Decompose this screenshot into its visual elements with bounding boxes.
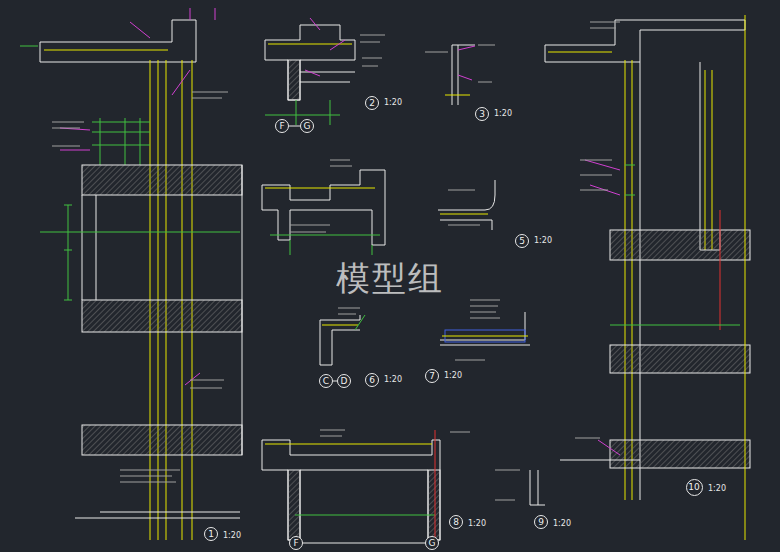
scale-label: 1:20: [708, 485, 726, 493]
detail-bubble: F: [275, 119, 289, 133]
bubble-text: G: [429, 539, 436, 548]
bubble-text: 3: [479, 110, 485, 119]
scale-label: 1:20: [534, 237, 552, 245]
detail-bubble: 2: [365, 96, 379, 110]
bubble-text: 2: [369, 99, 375, 108]
bubble-text: D: [341, 377, 348, 386]
detail-bubble: 1: [204, 527, 218, 541]
detail-bubble: 10: [686, 479, 703, 496]
scale-label: 1:20: [468, 520, 486, 528]
detail-bubble: G: [300, 119, 314, 133]
detail-bubble: 7: [425, 369, 439, 383]
bubble-text: C: [323, 377, 329, 386]
detail-bubble: G: [425, 536, 439, 550]
bubble-text: G: [304, 122, 311, 131]
bubble-text: F: [293, 539, 298, 548]
detail-bubble: C: [319, 374, 333, 388]
axis-link: [303, 543, 425, 544]
bubble-text: F: [279, 122, 284, 131]
bubble-text: 7: [429, 372, 435, 381]
scale-label: 1:20: [384, 99, 402, 107]
scale-label: 1:20: [444, 372, 462, 380]
bubble-text: 10: [688, 483, 699, 492]
detail-bubble: 9: [534, 515, 548, 529]
bubble-text: 1: [208, 530, 214, 539]
scale-label: 1:20: [223, 532, 241, 540]
bubble-text: 9: [538, 518, 544, 527]
bubble-text: 8: [453, 518, 459, 527]
detail-bubble: 8: [449, 515, 463, 529]
detail-bubble: F: [289, 536, 303, 550]
detail-bubble: 5: [515, 234, 529, 248]
detail-bubble: 3: [475, 107, 489, 121]
detail-bubble: 6: [365, 373, 379, 387]
bubble-text: 6: [369, 376, 375, 385]
scale-label: 1:20: [553, 520, 571, 528]
scale-label: 1:20: [384, 376, 402, 384]
scale-label: 1:20: [494, 110, 512, 118]
bubble-text: 5: [519, 237, 525, 246]
axis-link: [289, 126, 300, 127]
watermark: 模型组: [336, 261, 444, 295]
detail-bubble: D: [337, 374, 351, 388]
